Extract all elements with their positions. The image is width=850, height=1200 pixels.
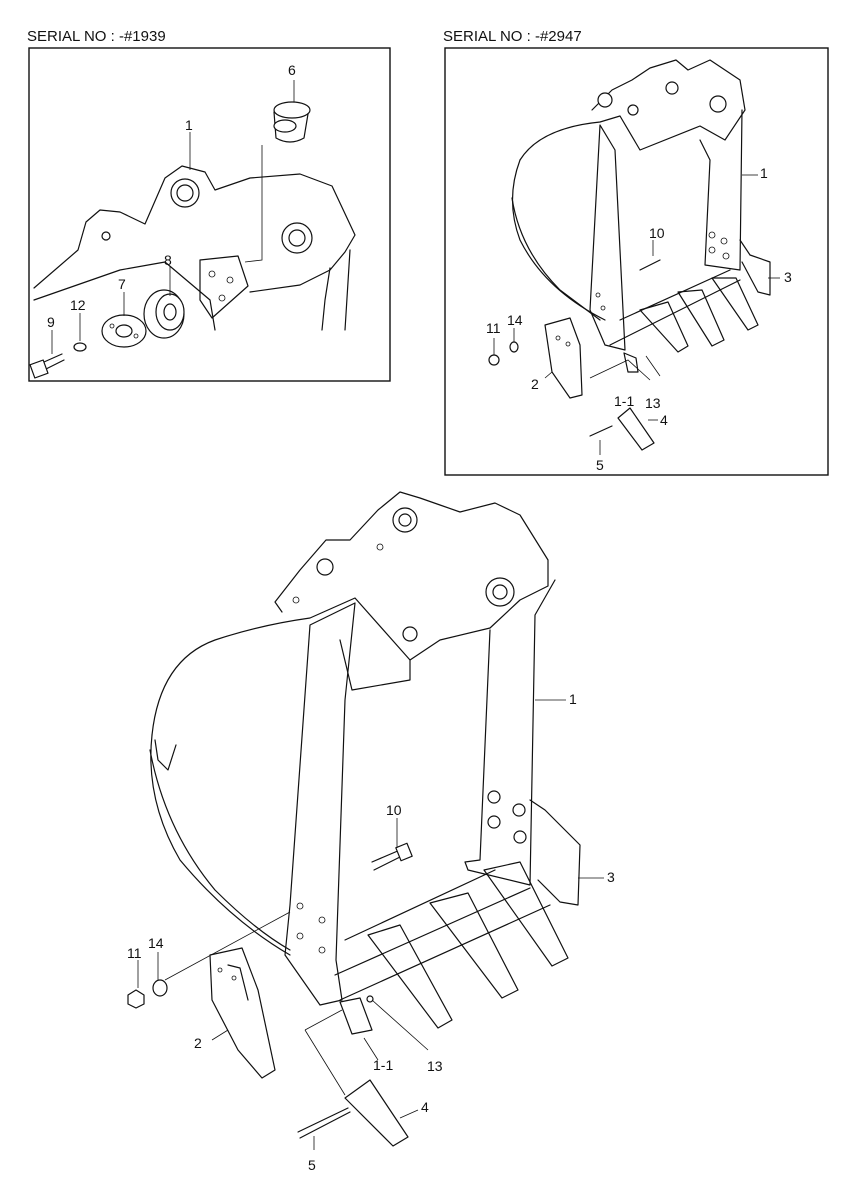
callout-13-main: 13	[427, 1058, 443, 1074]
callout-14-main: 14	[148, 935, 164, 951]
callout-1-1-right: 1-1	[614, 393, 634, 409]
callout-4-right: 4	[660, 412, 668, 428]
callout-6-left: 6	[288, 62, 296, 78]
callout-5-main: 5	[308, 1157, 316, 1173]
callout-7-left: 7	[118, 276, 126, 292]
callout-3-right: 3	[784, 269, 792, 285]
serial-label-right: SERIAL NO : -#2947	[443, 28, 582, 45]
callout-1-main: 1	[569, 691, 577, 707]
callout-1-1-main: 1-1	[373, 1057, 393, 1073]
callout-8-left: 8	[164, 252, 172, 268]
bucket-linkage-drawing	[29, 80, 356, 379]
callout-11-right: 11	[486, 320, 501, 336]
callout-12-left: 12	[70, 297, 86, 313]
callout-13-right: 13	[645, 395, 661, 411]
serial-label-left: SERIAL NO : -#1939	[27, 28, 166, 45]
panel-frame-right	[444, 47, 829, 476]
panel-main: 1 10 3 14 11 2 1-1 13 4 5	[127, 491, 615, 1173]
bucket-large-drawing	[127, 491, 604, 1150]
callout-1-right: 1	[760, 165, 768, 181]
bucket-small-drawing	[488, 59, 780, 455]
callout-10-right: 10	[649, 225, 665, 241]
callout-9-left: 9	[47, 314, 55, 330]
panel-frame-left	[28, 47, 391, 382]
callout-14-right: 14	[507, 312, 523, 328]
callout-2-right: 2	[531, 376, 539, 392]
callout-4-main: 4	[421, 1099, 429, 1115]
callout-1-left: 1	[185, 117, 193, 133]
panel-top-left: SERIAL NO : -#1939	[27, 28, 391, 382]
callout-3-main: 3	[607, 869, 615, 885]
callout-10-main: 10	[386, 802, 402, 818]
callout-5-right: 5	[596, 457, 604, 473]
callout-11-main: 11	[127, 945, 142, 961]
callout-2-main: 2	[194, 1035, 202, 1051]
panel-top-right: SERIAL NO : -#2947	[443, 28, 829, 476]
